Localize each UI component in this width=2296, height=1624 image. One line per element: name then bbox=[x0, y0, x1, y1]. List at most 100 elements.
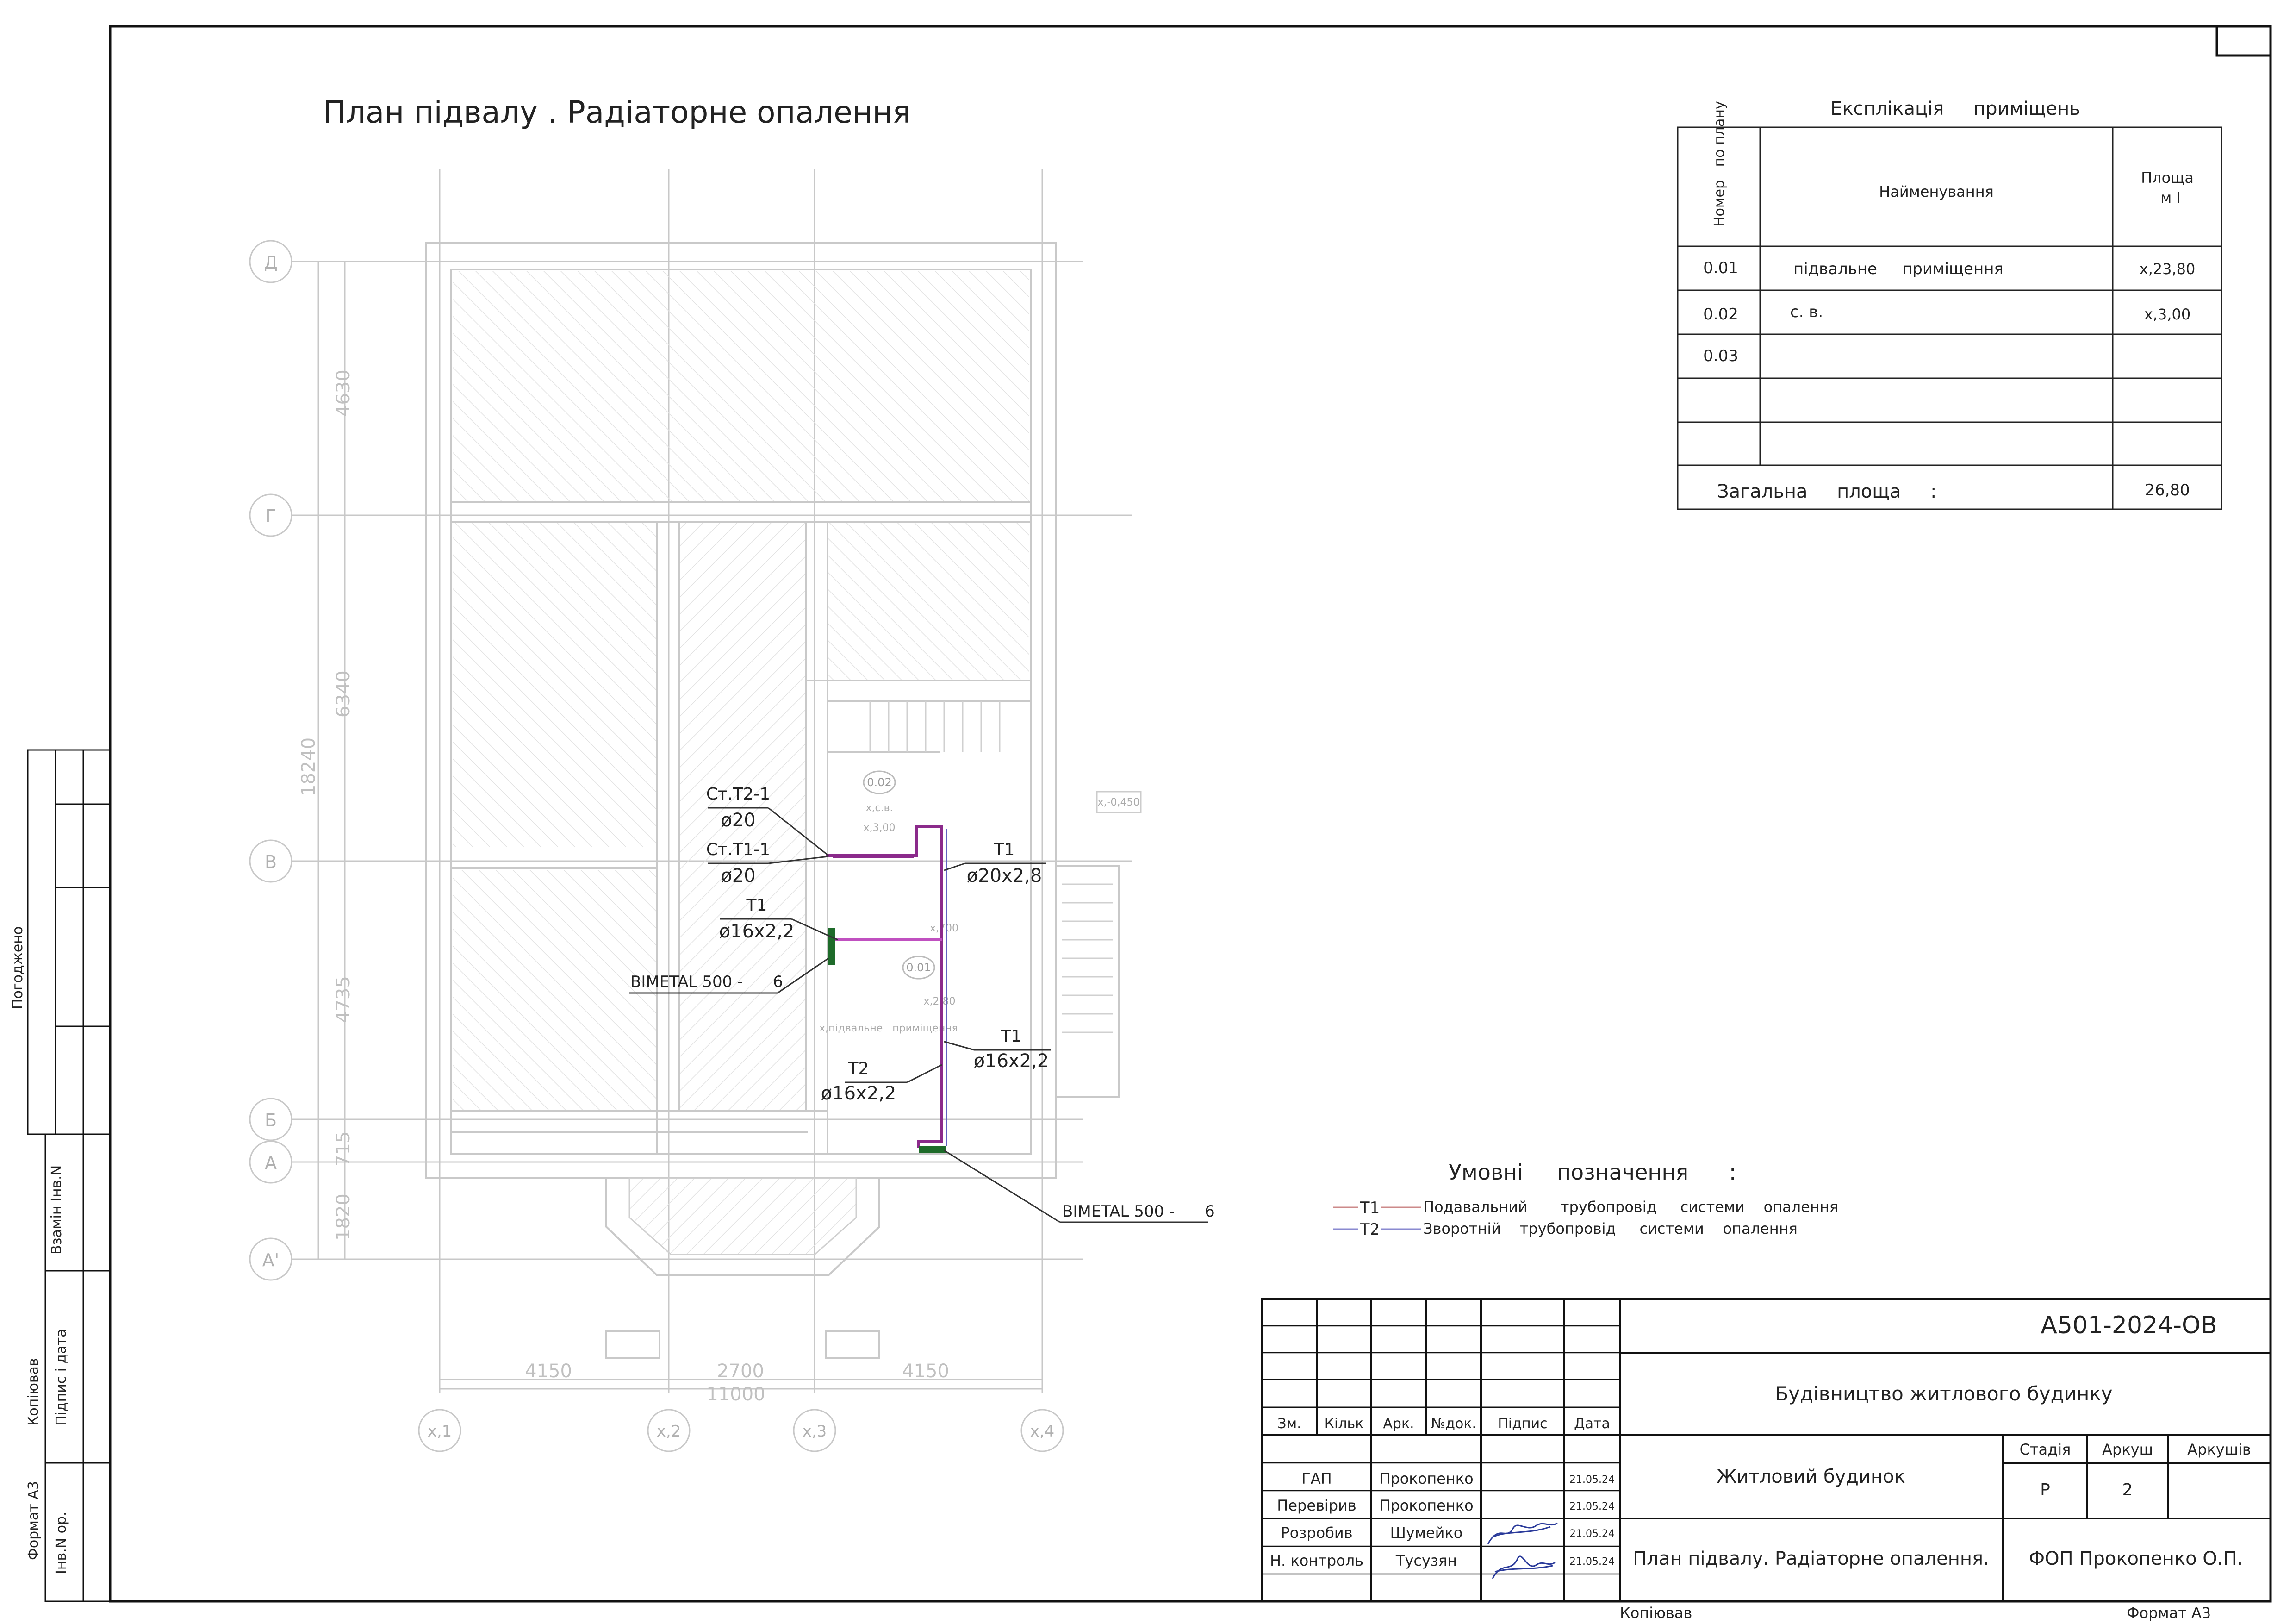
explication-row-2-name: с. в. bbox=[1790, 303, 1823, 321]
axis-row-d: Д bbox=[264, 252, 278, 273]
room-001-name: х,підвальне приміщення bbox=[819, 1023, 958, 1034]
st-t21-dia: ø20 bbox=[721, 810, 755, 831]
st-t11-dia: ø20 bbox=[721, 865, 755, 887]
title-block bbox=[1261, 1298, 2271, 1602]
axis-col-3: х,3 bbox=[803, 1422, 827, 1441]
tb-stage-value: Р bbox=[2040, 1480, 2050, 1499]
legend-t2-code: Т2 bbox=[1360, 1220, 1380, 1239]
dim-v-18240: 18240 bbox=[298, 737, 319, 796]
t1-main-dia: ø20х2,8 bbox=[967, 865, 1042, 887]
tb-object: Житловий будинок bbox=[1717, 1466, 1905, 1487]
radiator-left-label: BIMETAL 500 - 6 bbox=[630, 973, 783, 991]
t1-main-name: Т1 bbox=[994, 840, 1015, 859]
side-strip: Погоджено Взамін Інв.N Підпис і дата Коп… bbox=[10, 749, 111, 1602]
tb-company: ФОП Прокопенко О.П. bbox=[2029, 1548, 2243, 1569]
axis-bubbles bbox=[249, 240, 1064, 1452]
t2-dia: ø16х2,2 bbox=[821, 1083, 896, 1104]
legend-t1-text: Подавальний трубопровід системи опалення bbox=[1423, 1198, 1838, 1216]
st-t21-name: Ст.Т2-1 bbox=[706, 785, 770, 804]
drawing-title: План підвалу . Радіаторне опалення bbox=[323, 94, 911, 130]
dimension-lines bbox=[317, 262, 1042, 1390]
explication-total-label: Загальна площа : bbox=[1717, 481, 1937, 502]
tb-head-ark: Арк. bbox=[1383, 1416, 1414, 1432]
tb-head-zm: Зм. bbox=[1277, 1416, 1301, 1432]
dim-v-6340: 6340 bbox=[333, 670, 354, 718]
tb-head-ndok: №док. bbox=[1431, 1416, 1476, 1432]
dim-v-715: 715 bbox=[333, 1131, 354, 1167]
dim-v-4630: 4630 bbox=[333, 369, 354, 417]
tb-sheets-label: Аркушів bbox=[2187, 1441, 2251, 1458]
tb-stage-label: Стадія bbox=[2020, 1441, 2071, 1458]
explication-col-area-1: Площа bbox=[2141, 169, 2194, 187]
explication-row-1-name: підвальне приміщення bbox=[1793, 260, 2004, 278]
t1-lower-dia: ø16х2,2 bbox=[974, 1050, 1049, 1072]
legend-t1-code: Т1 bbox=[1360, 1199, 1380, 1217]
explication-col-name: Найменування bbox=[1879, 183, 1994, 200]
tb-head-pidpys: Підпис bbox=[1498, 1416, 1547, 1432]
floor-plan bbox=[271, 169, 1142, 1393]
t1-lower-name: Т1 bbox=[1001, 1027, 1022, 1046]
dim-h-4150-left: 4150 bbox=[525, 1361, 572, 1382]
tb-sheet-label: Аркуш bbox=[2102, 1441, 2153, 1458]
axis-row-a: А bbox=[265, 1153, 277, 1173]
dim-h-4150-right: 4150 bbox=[902, 1361, 949, 1382]
leader-lines bbox=[629, 807, 1208, 1223]
tb-head-kilk: Кільк bbox=[1325, 1416, 1364, 1432]
explication-row-2-area: х,3,00 bbox=[2144, 306, 2190, 323]
axis-col-1: х,1 bbox=[428, 1422, 452, 1441]
t1-branch-name: Т1 bbox=[746, 896, 767, 915]
room-001-level: х,2,80 bbox=[924, 996, 956, 1007]
tb-role-1: ГАП bbox=[1301, 1470, 1332, 1487]
sign-date-label: Підпис і дата bbox=[53, 1329, 69, 1426]
legend-title: Умовні позначення : bbox=[1449, 1160, 1736, 1185]
axis-row-g: Г bbox=[265, 506, 276, 526]
dim-v-4735: 4735 bbox=[333, 976, 354, 1023]
room-001-tag: 0.01 bbox=[906, 961, 931, 974]
tb-code: А501-2024-ОВ bbox=[2041, 1312, 2217, 1339]
explication-table bbox=[1677, 126, 2222, 510]
room-002-name: х,с.в. bbox=[865, 802, 893, 814]
t1-branch-dia: ø16х2,2 bbox=[719, 921, 795, 942]
room-002-area: х,3,00 bbox=[864, 822, 896, 834]
signature-2 bbox=[1492, 1555, 1556, 1579]
tb-sheet-title: План підвалу. Радіаторне опалення. bbox=[1633, 1548, 1989, 1569]
explication-title: Експлікація приміщень bbox=[1830, 98, 2080, 119]
axis-row-b: Б bbox=[265, 1110, 277, 1131]
tb-sheet-value: 2 bbox=[2122, 1480, 2133, 1499]
axis-col-4: х,4 bbox=[1030, 1422, 1055, 1441]
signature-1 bbox=[1487, 1522, 1558, 1544]
explication-row-1-num: 0.01 bbox=[1703, 259, 1738, 277]
radiator-bottom-label: BIMETAL 500 - 6 bbox=[1062, 1202, 1215, 1221]
room-002-tag: 0.02 bbox=[867, 776, 891, 789]
axis-row-a-prime: А' bbox=[262, 1250, 279, 1270]
tb-name-2: Прокопенко bbox=[1379, 1497, 1473, 1514]
footer-copied: Копіював bbox=[1620, 1604, 1692, 1622]
tb-date-1: 21.05.24 bbox=[1569, 1474, 1615, 1486]
explication-row-1-area: х,23,80 bbox=[2140, 260, 2196, 278]
frame-corner-box bbox=[2215, 25, 2272, 57]
explication-row-3-num: 0.03 bbox=[1703, 347, 1738, 365]
explication-col-area-2: м І bbox=[2160, 189, 2181, 206]
tb-role-2: Перевірив bbox=[1277, 1497, 1356, 1514]
tb-date-3: 21.05.24 bbox=[1569, 1528, 1615, 1540]
radiator-left bbox=[828, 928, 835, 965]
tb-name-3: Шумейко bbox=[1390, 1524, 1463, 1542]
tb-role-3: Розробив bbox=[1281, 1524, 1352, 1542]
axis-col-2: х,2 bbox=[657, 1422, 681, 1441]
tb-name-4: Тусузян bbox=[1395, 1552, 1457, 1569]
footer-format: Формат А3 bbox=[2127, 1604, 2211, 1622]
legend-t2-text: Зворотній трубопровід системи опалення bbox=[1423, 1220, 1798, 1237]
format-side-label: Формат А3 bbox=[25, 1481, 42, 1560]
tb-date-2: 21.05.24 bbox=[1569, 1501, 1615, 1512]
tb-role-4: Н. контроль bbox=[1270, 1552, 1363, 1569]
explication-row-2-num: 0.02 bbox=[1703, 305, 1738, 324]
inv-replace-label: Взамін Інв.N bbox=[49, 1165, 65, 1255]
dim-v-1820: 1820 bbox=[333, 1193, 354, 1241]
inv-orig-label: Інв.N ор. bbox=[53, 1512, 69, 1574]
explication-total-value: 26,80 bbox=[2145, 481, 2190, 500]
agreed-label: Погоджено bbox=[10, 926, 26, 1009]
outside-level: х,-0,450 bbox=[1098, 797, 1140, 808]
tb-project: Будівництво житлового будинку bbox=[1775, 1382, 2112, 1405]
tb-name-1: Прокопенко bbox=[1379, 1470, 1473, 1487]
